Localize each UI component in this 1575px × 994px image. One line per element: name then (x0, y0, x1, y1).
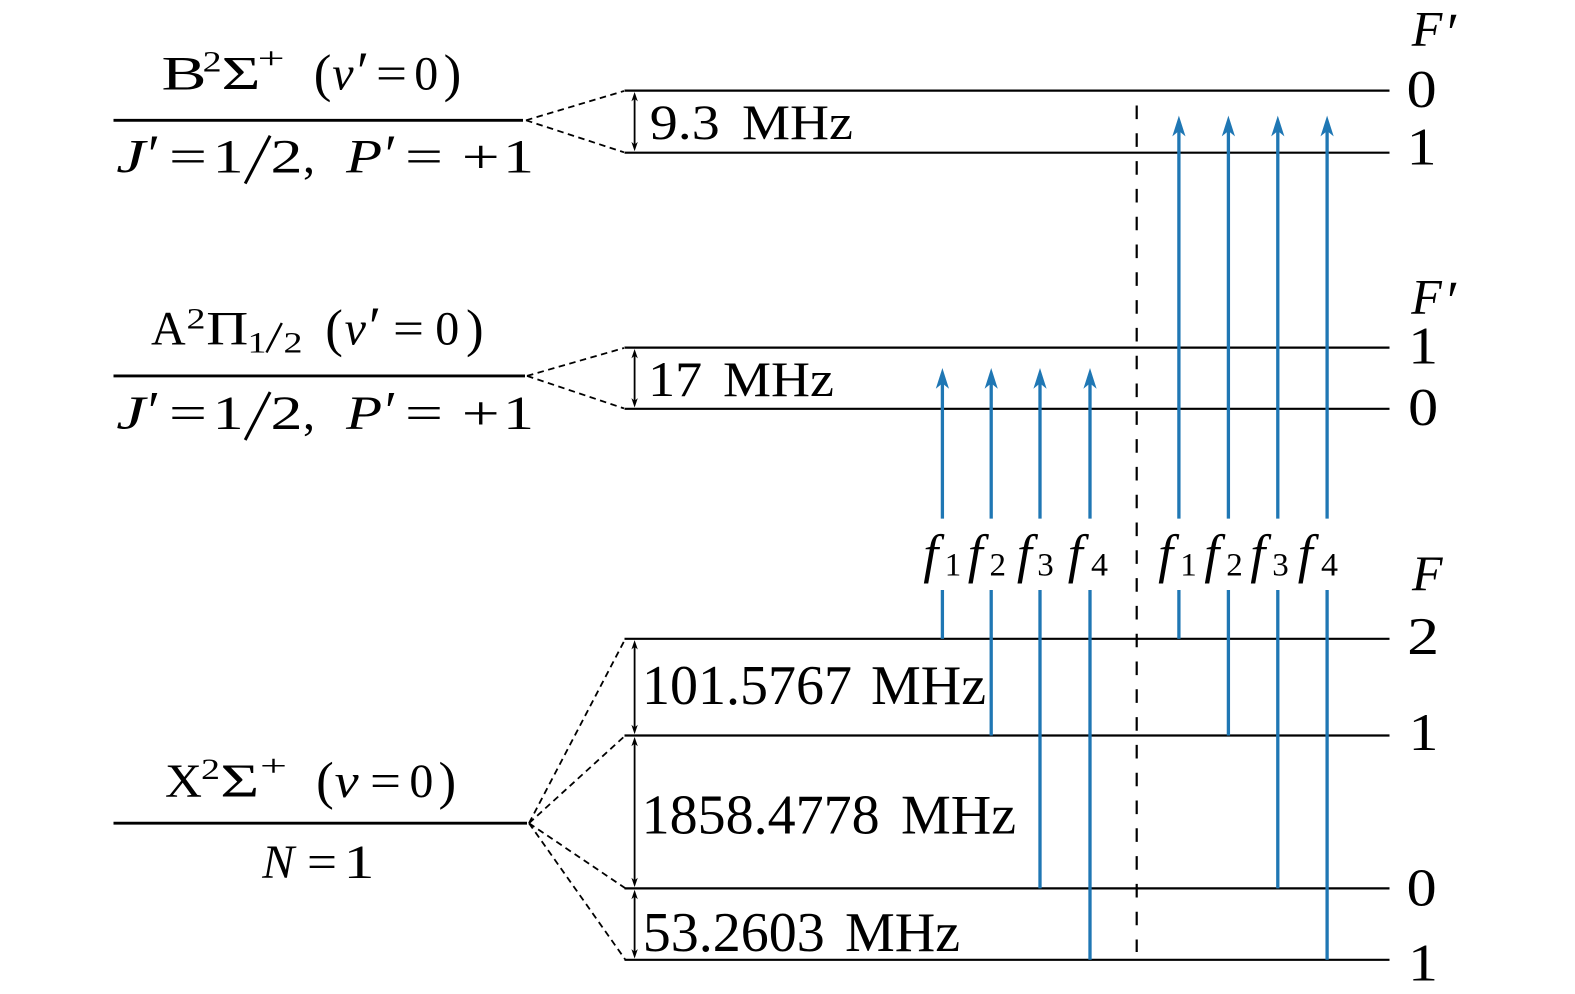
svg-text:X2Σ+(v=0): X2Σ+(v=0) (165, 750, 456, 811)
svg-text:1: 1 (1408, 935, 1438, 993)
svg-text:J′=12,P′=+1: J′=12,P′=+1 (116, 124, 534, 185)
svg-text:N=1: N=1 (261, 836, 374, 889)
svg-text:F′: F′ (1411, 0, 1460, 64)
svg-text:1: 1 (1407, 119, 1437, 177)
svg-text:0: 0 (1407, 61, 1437, 119)
svg-text:B2Σ+(v′=0): B2Σ+(v′=0) (162, 41, 462, 104)
svg-text:F: F (1411, 545, 1443, 601)
svg-text:J′=12,P′=+1: J′=12,P′=+1 (116, 380, 534, 441)
svg-text:0: 0 (1407, 859, 1437, 917)
svg-text:1: 1 (1408, 318, 1438, 376)
svg-text:F′: F′ (1410, 268, 1459, 332)
svg-text:2: 2 (1407, 608, 1439, 666)
svg-text:1: 1 (1409, 704, 1439, 762)
svg-text:0: 0 (1408, 379, 1438, 437)
